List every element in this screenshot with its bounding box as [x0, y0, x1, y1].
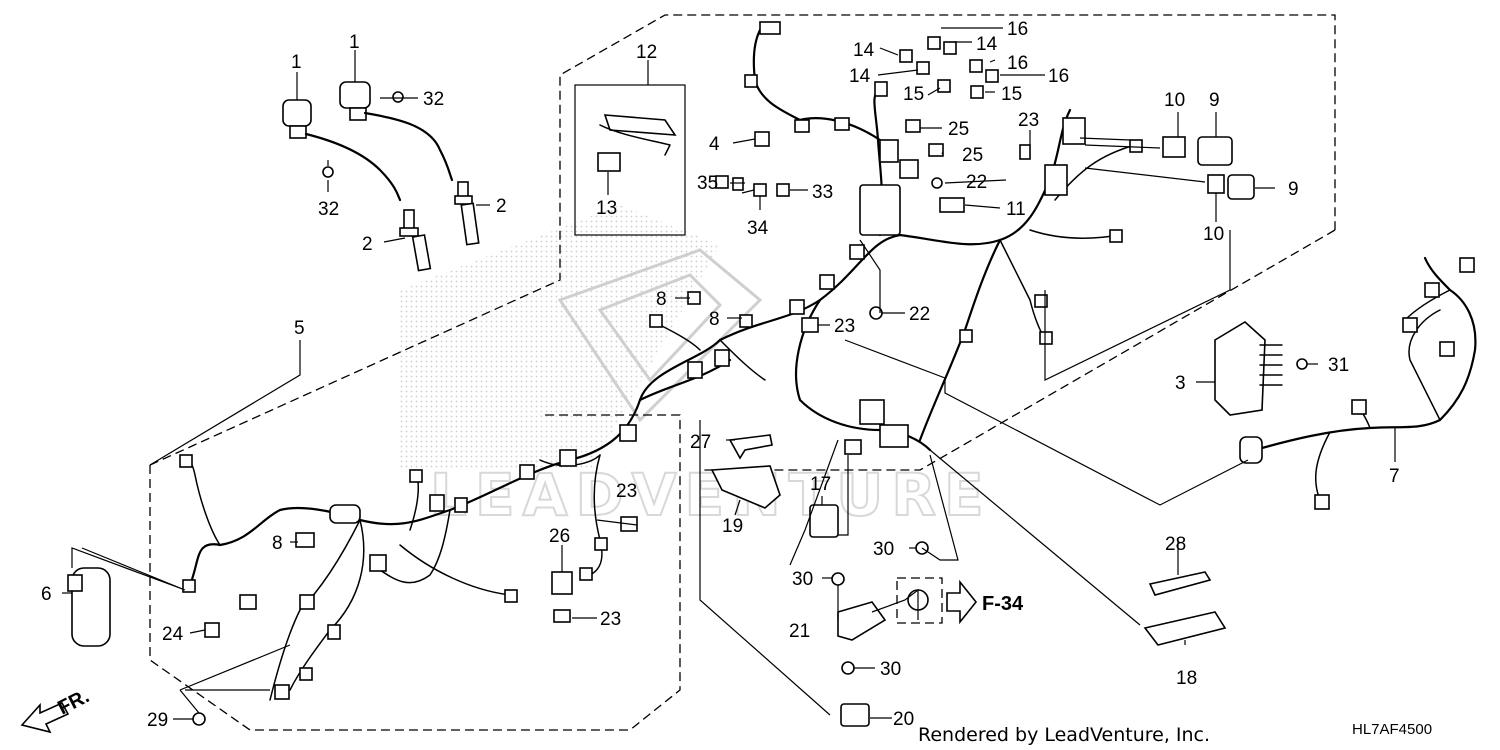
main-harness [179, 21, 1143, 701]
callout-9: 9 [1209, 90, 1220, 111]
f34-reference-label: F-34 [982, 593, 1024, 615]
callout-28: 28 [1165, 534, 1186, 555]
callout-22: 22 [909, 304, 930, 325]
bolts-32 [322, 91, 404, 178]
callout-2: 2 [496, 196, 507, 217]
callout-14: 14 [853, 40, 875, 61]
watermark: LEADVENTURE [400, 205, 992, 530]
callout-23: 23 [616, 481, 637, 502]
callout-25: 25 [962, 145, 983, 166]
part-26 [551, 571, 573, 595]
callout-23: 23 [600, 609, 621, 630]
part-24 [204, 622, 220, 638]
callout-16: 16 [1007, 19, 1028, 40]
callout-1: 1 [291, 52, 302, 73]
callout-34: 34 [747, 218, 769, 239]
callout-18: 18 [1176, 668, 1197, 689]
part-12-box [574, 84, 686, 236]
ignition-coil-left [282, 99, 402, 202]
callout-32: 32 [318, 199, 339, 220]
callout-3: 3 [1175, 373, 1186, 394]
callout-27: 27 [690, 432, 711, 453]
callout-21: 21 [789, 621, 810, 642]
part-27 [728, 434, 773, 460]
callout-25: 25 [948, 119, 969, 140]
callout-8: 8 [656, 289, 667, 310]
leader-lines [62, 27, 1396, 720]
callout-8: 8 [272, 533, 283, 554]
callout-26: 26 [549, 526, 570, 547]
main-harness-frame [149, 14, 1336, 731]
callout-24: 24 [162, 624, 184, 645]
callout-16: 16 [1007, 53, 1028, 74]
part-29 [192, 712, 206, 726]
callout-23: 23 [1018, 110, 1039, 131]
part-20 [840, 703, 870, 727]
callout-30: 30 [792, 569, 813, 590]
diagram-code: HL7AF4500 [1352, 721, 1432, 738]
part-17 [809, 504, 839, 538]
callout-30: 30 [873, 539, 894, 560]
misc-parts [67, 434, 1227, 727]
part-21 [837, 601, 887, 641]
callout-7: 7 [1389, 466, 1400, 487]
callout-12: 12 [636, 42, 657, 63]
spark-plug-left [399, 209, 432, 272]
callout-16: 16 [1048, 66, 1069, 87]
spark-plug-right [454, 181, 480, 246]
callout-33: 33 [812, 182, 833, 203]
callout-32: 32 [423, 89, 444, 110]
callout-1: 1 [349, 32, 360, 53]
callout-20: 20 [893, 709, 914, 730]
callout-2: 2 [362, 234, 373, 255]
callout-10: 10 [1203, 224, 1224, 245]
part-18 [1143, 611, 1227, 646]
part-19 [710, 465, 781, 509]
callout-15: 15 [903, 84, 924, 105]
render-credit: Rendered by LeadVenture, Inc. [918, 724, 1210, 746]
callout-19: 19 [722, 516, 743, 537]
callout-13: 13 [596, 198, 617, 219]
callout-14: 14 [976, 34, 998, 55]
callout-5: 5 [294, 318, 305, 339]
callout-23: 23 [834, 316, 855, 337]
part-8c [295, 532, 315, 548]
callout-9: 9 [1288, 179, 1299, 200]
sub-harness [1239, 256, 1477, 510]
f34-connector-box [896, 577, 943, 624]
fuse-box-cover [597, 114, 677, 172]
callout-14: 14 [849, 66, 871, 87]
callout-17: 17 [810, 474, 831, 495]
front-direction-arrow [20, 701, 70, 734]
callout-6: 6 [41, 584, 52, 605]
callout-15: 15 [1001, 84, 1022, 105]
callout-35: 35 [697, 173, 718, 194]
watermark-text: LEADVENTURE [430, 461, 992, 529]
callout-8: 8 [709, 309, 720, 330]
regulator-rectifier [1214, 321, 1308, 416]
callout-29: 29 [147, 710, 168, 731]
callout-31: 31 [1328, 355, 1349, 376]
callout-4: 4 [709, 134, 720, 155]
f34-reference-arrow [946, 579, 978, 625]
callout-11: 11 [1006, 199, 1026, 220]
relays-and-fuses [687, 36, 1255, 333]
part-28 [1148, 571, 1212, 596]
callouts: 1 1 2 2 3 4 5 6 7 8 8 8 9 9 10 10 11 12 … [41, 19, 1400, 731]
callout-30: 30 [880, 659, 901, 680]
callout-22: 22 [966, 172, 987, 193]
callout-10: 10 [1164, 90, 1185, 111]
